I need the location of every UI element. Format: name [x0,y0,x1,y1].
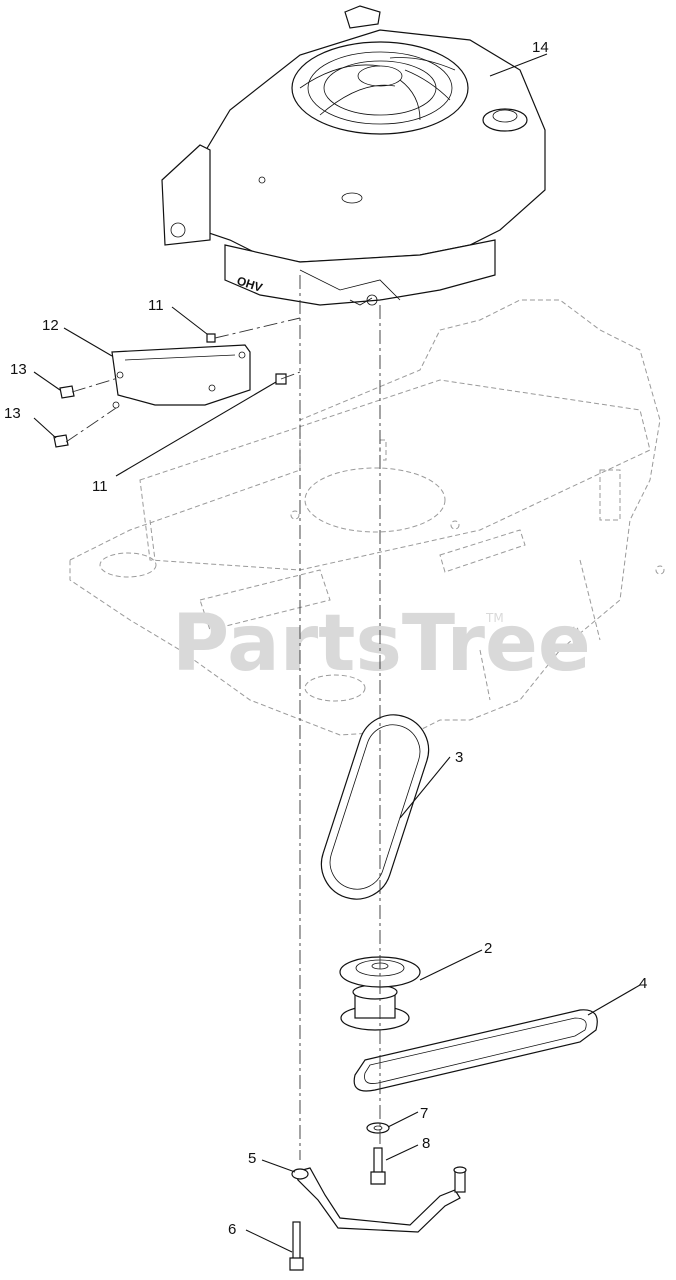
callout-14: 14 [532,39,549,56]
watermark: PartsTree TM [172,599,591,689]
callouts: 14 11 12 13 13 11 3 2 4 7 8 5 6 [4,39,647,1238]
washer [366,1122,390,1134]
pulley-screw [370,1147,386,1185]
bolt-13-lower [53,434,69,448]
callout-4: 4 [639,975,647,992]
callout-2: 2 [484,940,492,957]
callout-7: 7 [420,1105,428,1122]
deck-belt [353,1009,598,1092]
callout-8: 8 [422,1135,430,1152]
callout-11-lower: 11 [92,478,108,495]
watermark-text: PartsTree [172,599,591,689]
mounting-bracket [111,344,251,409]
engine: OHV [161,5,546,306]
callout-3: 3 [455,749,463,766]
bolt-13-upper [59,385,75,399]
callout-6: 6 [228,1221,236,1238]
bolt-11-upper [206,333,216,343]
callout-11-upper: 11 [148,297,164,314]
callout-12: 12 [42,317,59,334]
watermark-tm: TM [485,611,504,625]
bolt-6 [289,1221,304,1271]
callout-13-upper: 13 [10,361,27,378]
traction-belt [320,714,430,900]
callout-5: 5 [248,1150,256,1167]
callout-13-lower: 13 [4,405,21,422]
idler-arm [291,1166,467,1233]
mower-deck-frame [69,299,665,736]
alignment-lines [65,275,381,1160]
leader-lines [33,53,641,1253]
